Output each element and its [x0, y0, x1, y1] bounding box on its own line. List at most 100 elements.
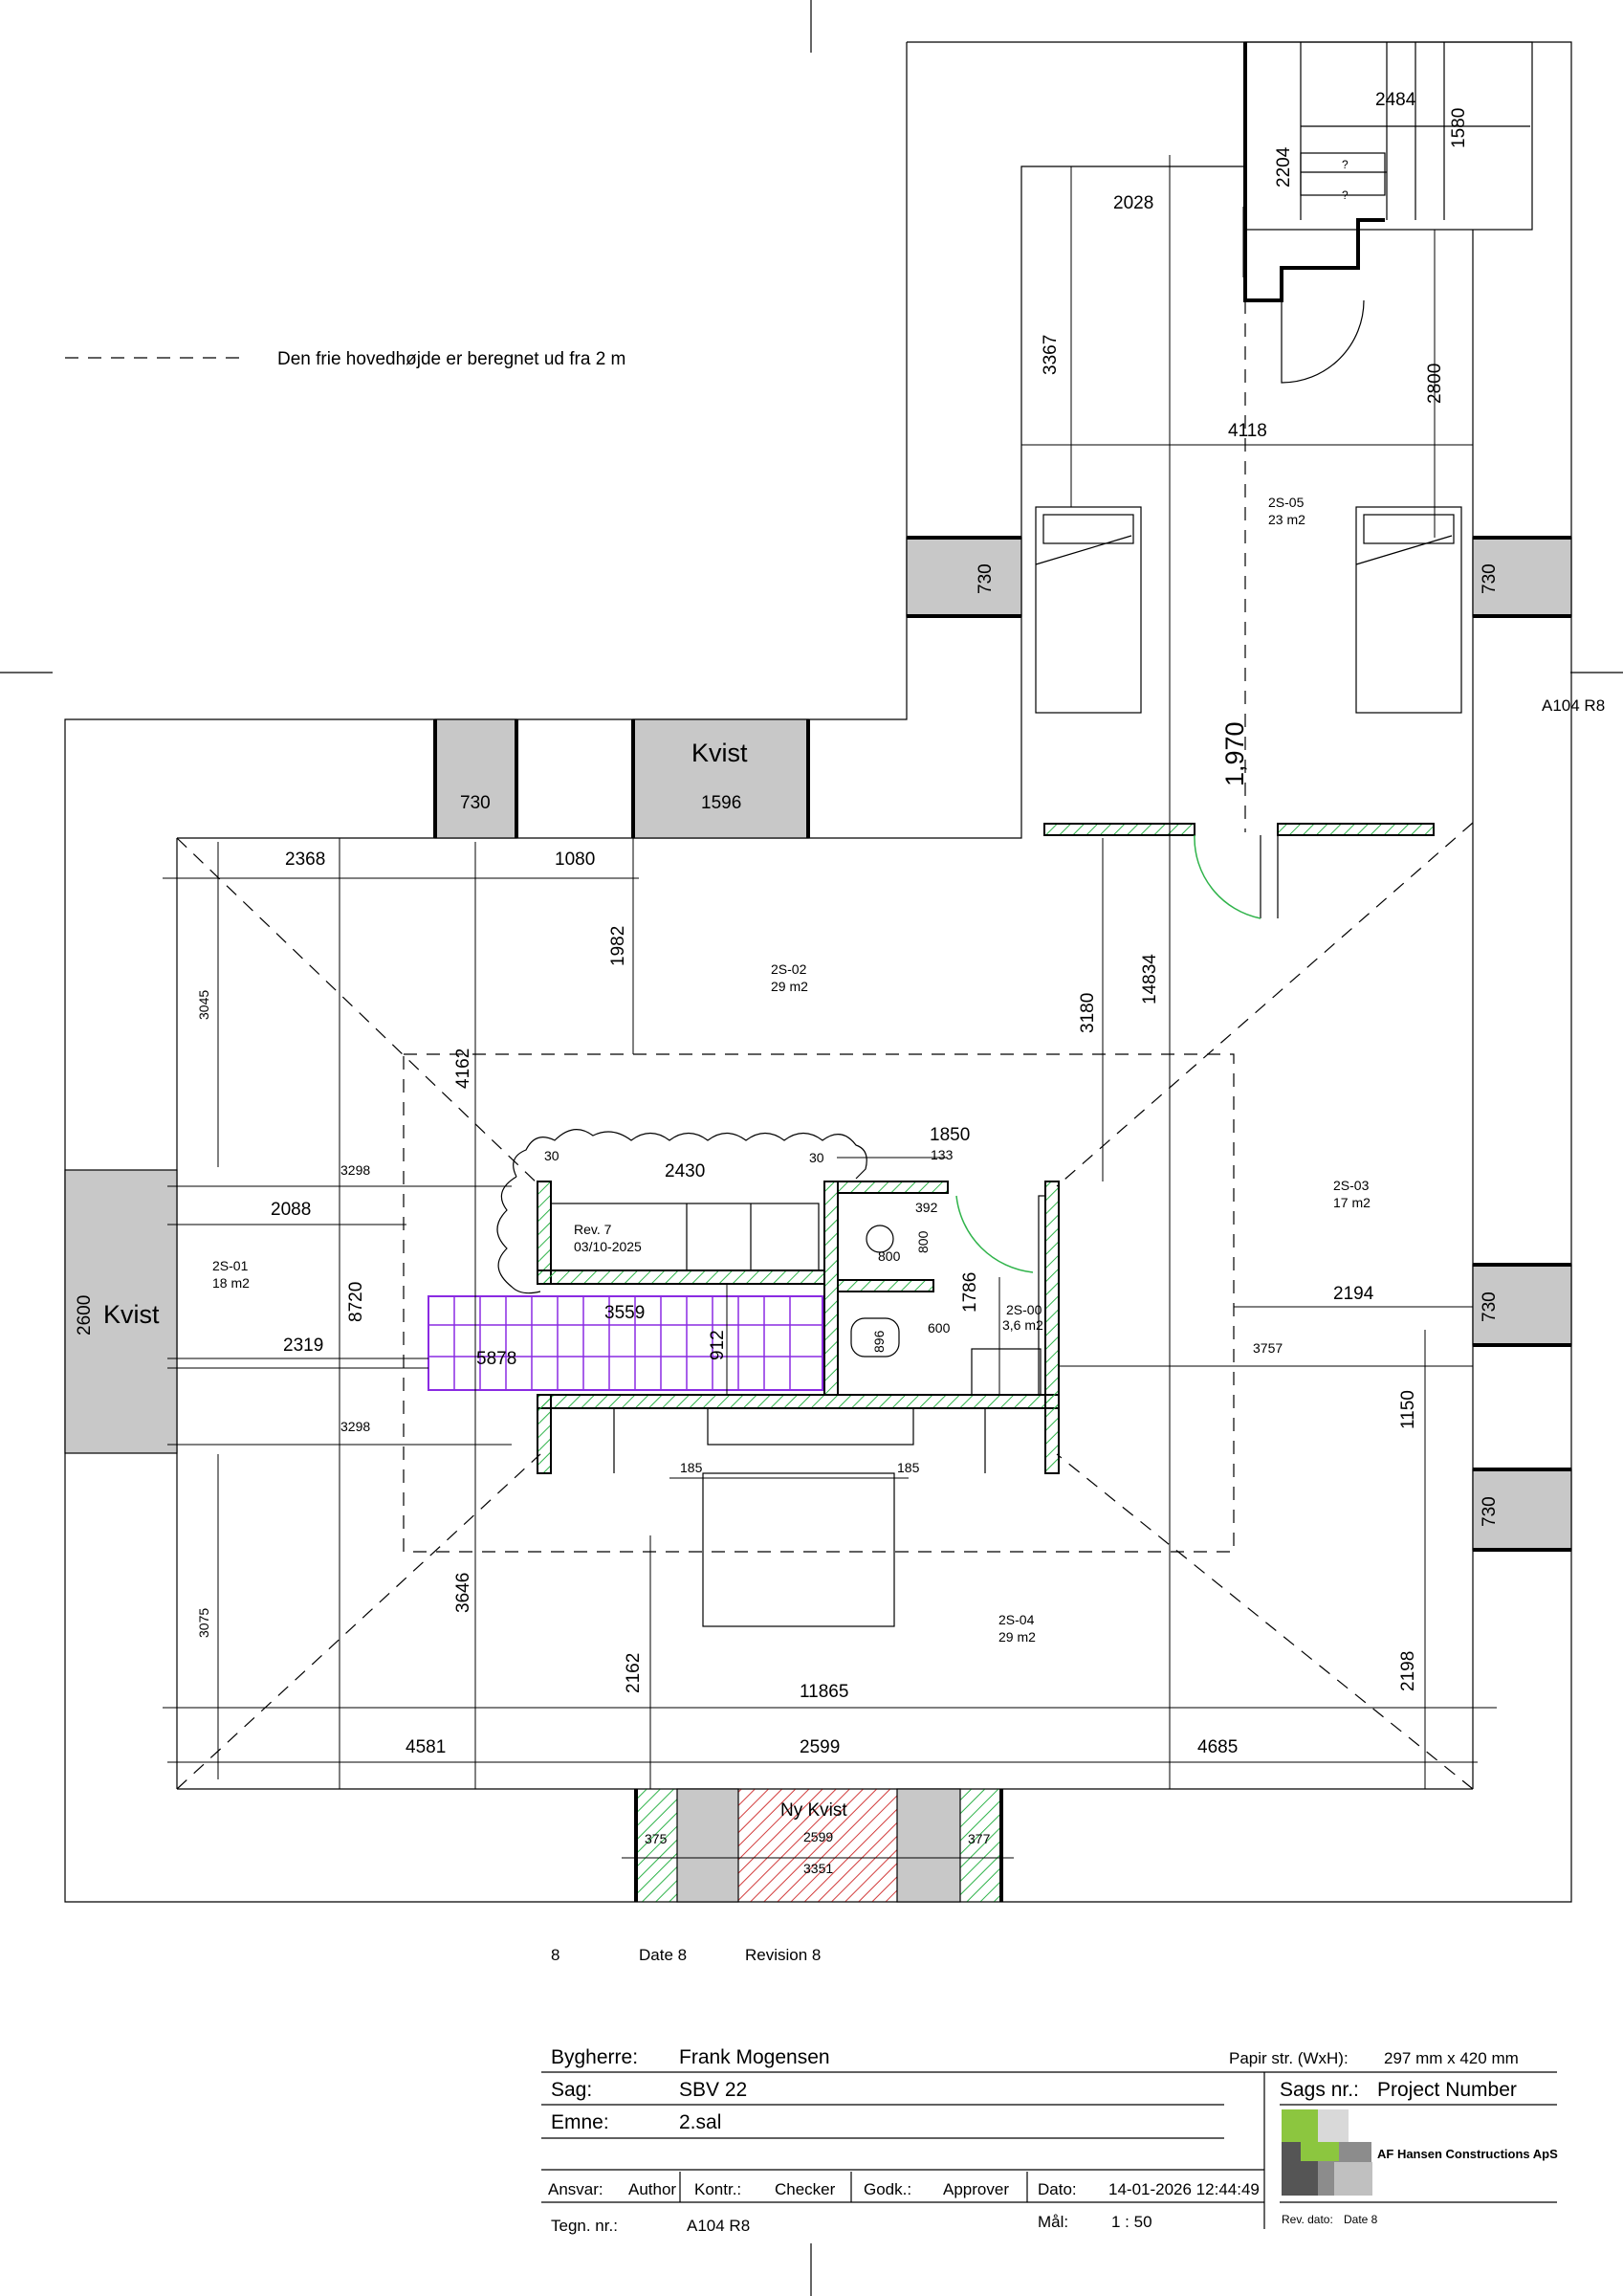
- partition-2S05: [1043, 300, 1435, 919]
- revision-name: Revision 8: [745, 1946, 821, 1964]
- revision-row: 8 Date 8 Revision 8: [551, 1946, 821, 1964]
- dim-185-a: 185: [680, 1460, 703, 1475]
- emne-value: 2.sal: [679, 2111, 721, 2133]
- vertical-dimension-labels-small: 3045 3075: [196, 990, 211, 1638]
- dim-2600: 2600: [75, 1295, 95, 1336]
- dim-4162: 4162: [453, 1049, 473, 1089]
- kontr-value: Checker: [775, 2180, 836, 2198]
- room-2S-03-id: 2S-03: [1333, 1178, 1370, 1193]
- sagsnr-value: Project Number: [1377, 2079, 1517, 2101]
- unknown-mark-1: ?: [1342, 158, 1349, 171]
- stair-purple: [428, 1295, 823, 1391]
- dimension-labels: 2484 2028 4118 730 1596 2368 1080 1850 2…: [271, 90, 1416, 1757]
- godk-value: Approver: [943, 2180, 1009, 2198]
- room-2S-05-id: 2S-05: [1268, 495, 1305, 510]
- title-block: Bygherre: Frank Mogensen Papir str. (WxH…: [541, 2046, 1557, 2235]
- ansvar-value: Author: [628, 2180, 676, 2198]
- dim-2198: 2198: [1398, 1651, 1418, 1691]
- dim-2028: 2028: [1113, 193, 1153, 213]
- dim-2088: 2088: [271, 1200, 311, 1220]
- dim-5878: 5878: [476, 1349, 516, 1369]
- dim-3351: 3351: [803, 1861, 833, 1876]
- ny-kvist-label: Ny Kvist: [780, 1800, 847, 1821]
- room-2S-01-area: 18 m2: [212, 1275, 250, 1291]
- emne-label: Emne:: [551, 2111, 609, 2133]
- dim-1080: 1080: [555, 850, 595, 870]
- revision-date: Date 8: [639, 1946, 687, 1964]
- dato-label: Dato:: [1038, 2180, 1077, 2198]
- papir-label: Papir str. (WxH):: [1229, 2049, 1349, 2067]
- sagsnr-label: Sags nr.:: [1280, 2079, 1359, 2101]
- dim-2484: 2484: [1375, 90, 1416, 110]
- dim-2599-b: 2599: [803, 1829, 833, 1844]
- room-2S-02-id: 2S-02: [771, 961, 807, 977]
- dim-375: 375: [645, 1831, 668, 1846]
- dim-730-a: 730: [460, 793, 491, 813]
- dim-1982: 1982: [608, 926, 628, 966]
- dim-896: 896: [871, 1330, 887, 1353]
- sheet-reference: A104 R8: [1542, 696, 1605, 715]
- maal-value: 1 : 50: [1111, 2213, 1152, 2231]
- company-logo: AF Hansen Constructions ApS: [1282, 2109, 1558, 2196]
- dim-392: 392: [915, 1200, 938, 1215]
- dim-912: 912: [708, 1330, 728, 1360]
- dim-11865: 11865: [800, 1682, 848, 1702]
- dim-3559: 3559: [604, 1303, 645, 1323]
- dim-2800: 2800: [1425, 364, 1445, 404]
- rev-cloud-line1: Rev. 7: [574, 1222, 612, 1237]
- dim-1150: 1150: [1398, 1390, 1418, 1429]
- room-2S-04-id: 2S-04: [998, 1612, 1035, 1627]
- dormer-labels: Kvist Kvist Ny Kvist: [103, 739, 847, 1821]
- dim-185-b: 185: [897, 1460, 920, 1475]
- dim-2599-a: 2599: [800, 1737, 840, 1757]
- ansvar-label: Ansvar:: [548, 2180, 603, 2198]
- bygherre-label: Bygherre:: [551, 2046, 638, 2068]
- dim-4685: 4685: [1197, 1737, 1238, 1757]
- vertical-dimension-labels: 1580 2204 3367 2800 730 730 1982 3180 14…: [75, 108, 1500, 1693]
- dim-3045: 3045: [196, 990, 211, 1020]
- tegn-label: Tegn. nr.:: [551, 2217, 618, 2235]
- dim-1850: 1850: [930, 1125, 970, 1145]
- dormers: [64, 536, 1572, 1552]
- dim-14834: 14834: [1140, 954, 1160, 1004]
- dim-3646: 3646: [453, 1573, 473, 1613]
- sag-value: SBV 22: [679, 2079, 747, 2101]
- company-name: AF Hansen Constructions ApS: [1377, 2147, 1558, 2161]
- bathroom-core: [537, 1181, 1060, 1627]
- building-outline: [64, 41, 1572, 1903]
- free-height-label: 1,970: [1220, 721, 1249, 786]
- revision-number: 8: [551, 1946, 559, 1964]
- dim-1786: 1786: [960, 1272, 980, 1313]
- revision-cloud: [496, 1129, 867, 1294]
- kontr-label: Kontr.:: [694, 2180, 741, 2198]
- sag-label: Sag:: [551, 2079, 592, 2101]
- dim-133: 133: [931, 1147, 954, 1162]
- legend-text: Den frie hovedhøjde er beregnet ud fra 2…: [277, 349, 625, 369]
- revdato-value: Date 8: [1344, 2213, 1378, 2226]
- dim-2204: 2204: [1274, 146, 1294, 188]
- beds: [1035, 506, 1462, 714]
- dim-3075: 3075: [196, 1608, 211, 1638]
- room-2S-00-area: 3,6 m2: [1002, 1317, 1043, 1333]
- dim-2319: 2319: [283, 1336, 323, 1356]
- dim-800-b: 800: [915, 1230, 931, 1253]
- room-2S-04-area: 29 m2: [998, 1629, 1036, 1645]
- dim-1580: 1580: [1449, 108, 1469, 148]
- kvist-top-label: Kvist: [691, 739, 748, 767]
- dim-3367: 3367: [1041, 335, 1061, 375]
- room-2S-00-id: 2S-00: [1006, 1302, 1042, 1317]
- dim-3298-b: 3298: [340, 1419, 370, 1434]
- dim-730-d: 730: [1480, 1292, 1500, 1322]
- kvist-left-label: Kvist: [103, 1300, 160, 1329]
- new-dormer: [622, 1788, 1014, 1903]
- roof-lines: [176, 822, 1474, 1790]
- dim-3757: 3757: [1253, 1340, 1283, 1356]
- room-2S-05-area: 23 m2: [1268, 512, 1305, 527]
- dim-2194: 2194: [1333, 1284, 1374, 1304]
- dim-1596: 1596: [701, 793, 741, 813]
- dim-3298-a: 3298: [340, 1162, 370, 1178]
- maal-label: Mål:: [1038, 2213, 1068, 2231]
- dim-30-b: 30: [809, 1150, 824, 1165]
